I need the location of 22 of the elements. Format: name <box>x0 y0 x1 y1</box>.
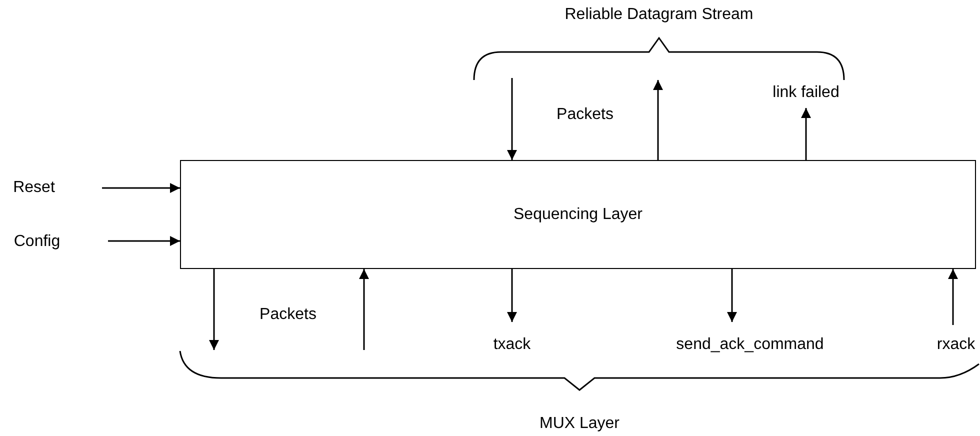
arrow <box>948 269 958 325</box>
layer-box <box>180 160 976 269</box>
arrow <box>507 269 517 322</box>
arrow <box>359 269 369 350</box>
signal-name: Config <box>14 233 60 251</box>
arrow <box>102 183 180 193</box>
group-title: MUX Layer <box>539 415 620 433</box>
arrow <box>209 269 219 350</box>
group-title: Reliable Datagram Stream <box>564 6 754 24</box>
signal-name: Packets <box>260 306 316 324</box>
signal-name: Reset <box>13 179 55 197</box>
signal-name: Packets <box>556 106 614 124</box>
arrow <box>507 78 517 160</box>
edge-label: send_ack_command <box>676 336 824 354</box>
edge-label: txack <box>493 336 531 354</box>
arrow <box>727 269 737 322</box>
layer-name: Sequencing Layer <box>514 206 642 224</box>
edge-label: rxack <box>936 336 976 354</box>
arrow <box>801 108 811 160</box>
arrow <box>653 80 663 160</box>
arrow <box>108 236 180 246</box>
edge-label: link failed <box>772 84 840 102</box>
